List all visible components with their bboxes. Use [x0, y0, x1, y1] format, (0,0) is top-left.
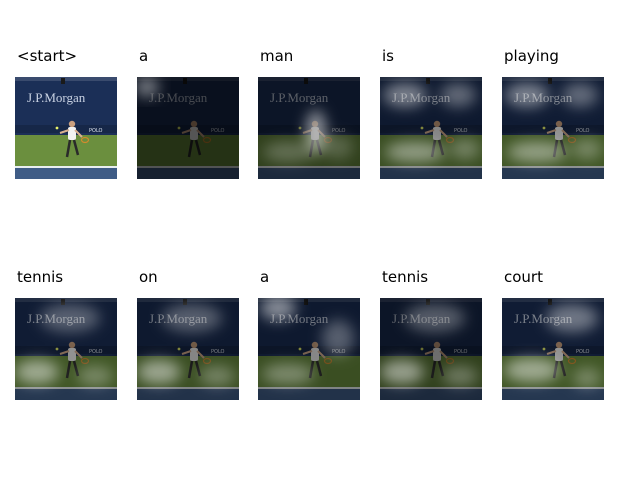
- caption-word: man: [260, 47, 294, 65]
- tennis-player: [177, 341, 212, 379]
- caption-word: on: [139, 268, 158, 286]
- caption-word: <start>: [17, 47, 78, 65]
- attention-overlay: [137, 77, 159, 97]
- attention-overlay: [380, 304, 478, 386]
- board-text: POLO: [89, 349, 103, 355]
- caption-word: playing: [504, 47, 559, 65]
- attention-overlay: [15, 304, 113, 386]
- board-text: POLO: [89, 128, 103, 134]
- caption-word: tennis: [382, 268, 429, 286]
- tennis-player: [55, 120, 90, 158]
- attention-overlay: [505, 83, 602, 162]
- caption-word: a: [139, 47, 149, 65]
- board-text: POLO: [576, 128, 590, 134]
- caption-word: tennis: [17, 268, 64, 286]
- caption-word: court: [504, 268, 543, 286]
- board-text: POLO: [576, 349, 590, 355]
- caption-word: a: [260, 268, 270, 286]
- attention-overlay: [504, 304, 601, 388]
- caption-word: is: [382, 47, 394, 65]
- tennis-player: [55, 341, 90, 379]
- attention-overlay: [137, 304, 235, 386]
- board-text: POLO: [211, 349, 225, 355]
- board-text: POLO: [454, 128, 468, 134]
- watermark-text: J.P.Morgan: [27, 90, 86, 105]
- attention-overlay: [383, 83, 480, 162]
- attention-overlay: [263, 110, 353, 162]
- attention-overlay: [260, 298, 354, 384]
